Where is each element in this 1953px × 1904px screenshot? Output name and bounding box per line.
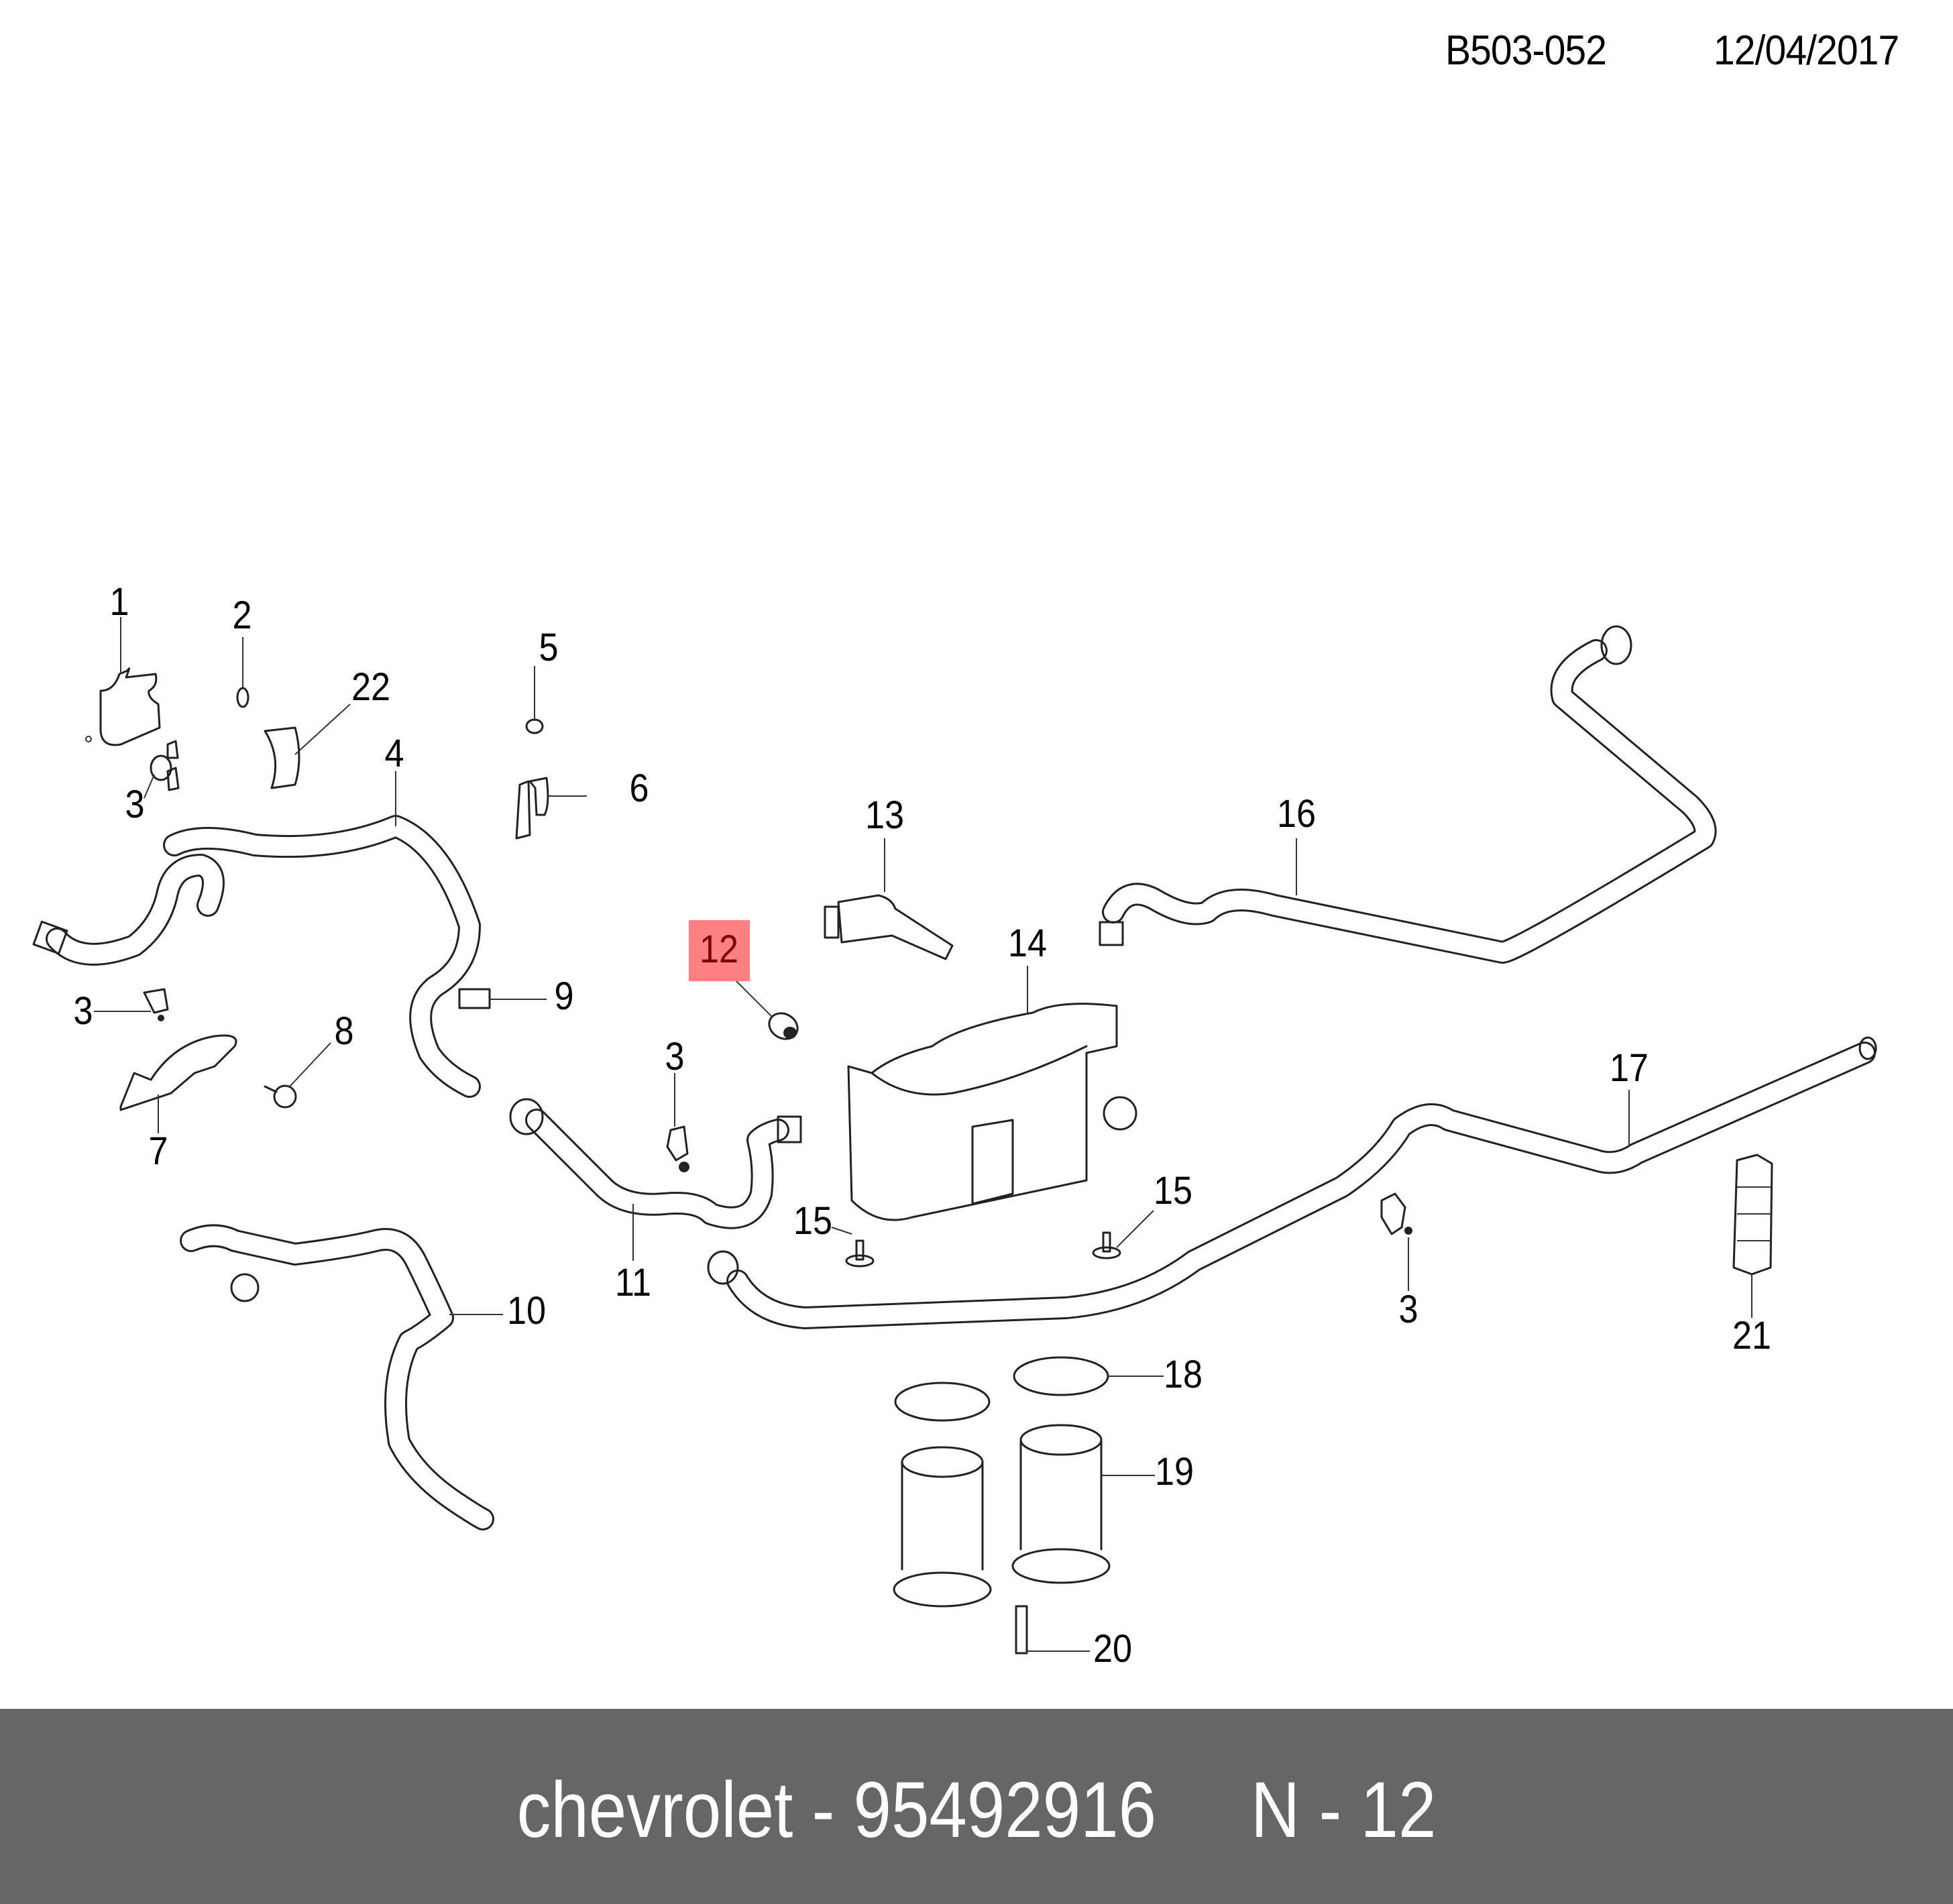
part-7-bracket-icon xyxy=(119,1034,237,1133)
part-20-drain-fitting-icon xyxy=(1015,1605,1090,1655)
callout-3b[interactable]: 3 xyxy=(73,989,93,1033)
part-3-clip-icon xyxy=(1380,1192,1412,1291)
part-21-pipe-clip-icon xyxy=(1732,1154,1773,1318)
callout-8[interactable]: 8 xyxy=(334,1009,354,1053)
callout-15b[interactable]: 15 xyxy=(1153,1169,1193,1213)
part-9-clip-icon xyxy=(458,988,547,1009)
callout-4[interactable]: 4 xyxy=(384,732,404,775)
callout-7[interactable]: 7 xyxy=(148,1129,168,1173)
callout-14[interactable]: 14 xyxy=(1007,921,1048,965)
callout-3a[interactable]: 3 xyxy=(125,783,145,826)
part-5-nut-icon xyxy=(525,666,544,734)
part-19-filter-element-icon xyxy=(893,1424,1155,1608)
part-11-hose-icon xyxy=(509,1098,802,1261)
callout-6[interactable]: 6 xyxy=(629,767,649,810)
part-13-sensor-icon xyxy=(824,838,954,960)
callout-5[interactable]: 5 xyxy=(539,626,559,669)
part-3-clip-icon xyxy=(666,1073,689,1172)
callout-21[interactable]: 21 xyxy=(1732,1314,1772,1357)
callout-19[interactable]: 19 xyxy=(1154,1450,1194,1494)
callout-1[interactable]: 1 xyxy=(109,580,129,624)
part-3-clip-icon xyxy=(94,988,169,1021)
part-16-hose-icon xyxy=(1099,625,1717,964)
part-6-bracket-icon xyxy=(515,777,587,840)
callout-11[interactable]: 11 xyxy=(614,1261,652,1304)
part-2-washer-icon xyxy=(236,637,249,708)
callout-22[interactable]: 22 xyxy=(351,665,391,709)
callout-2[interactable]: 2 xyxy=(232,594,252,637)
part-8-bolt-icon xyxy=(264,1042,331,1109)
part-18-o-ring-icon xyxy=(894,1356,1164,1422)
footer-bar xyxy=(0,1709,1953,1904)
footer-part-label: chevrolet - 95492916 N - 12 xyxy=(516,1766,1437,1854)
callout-9[interactable]: 9 xyxy=(554,974,574,1018)
part-10-hose-icon xyxy=(180,1224,503,1530)
callout-16[interactable]: 16 xyxy=(1276,792,1317,836)
part-3-clip-icon xyxy=(144,740,180,799)
callout-12[interactable]: 12 xyxy=(699,928,739,971)
part-1-bracket-icon xyxy=(85,617,161,746)
callout-3c[interactable]: 3 xyxy=(665,1035,685,1078)
callout-3d[interactable]: 3 xyxy=(1398,1288,1418,1331)
part-15-bolt-icon xyxy=(1092,1210,1154,1259)
diagram-code: B503-052 xyxy=(1445,27,1607,74)
diagram-date: 12/04/2017 xyxy=(1714,27,1899,74)
callout-10[interactable]: 10 xyxy=(506,1289,547,1333)
part-22-clip-icon xyxy=(264,704,351,789)
part-14-fuel-filter-housing-icon xyxy=(847,966,1137,1221)
callout-20[interactable]: 20 xyxy=(1093,1627,1133,1671)
callout-13[interactable]: 13 xyxy=(864,793,905,837)
callout-18[interactable]: 18 xyxy=(1163,1353,1203,1396)
callout-15a[interactable]: 15 xyxy=(793,1199,833,1243)
callout-17[interactable]: 17 xyxy=(1609,1046,1649,1090)
part-15-bolt-icon xyxy=(831,1227,875,1268)
part-4-hose-icon xyxy=(32,771,481,1098)
part-17-fuel-pipe-icon xyxy=(707,1036,1877,1329)
parts-diagram xyxy=(32,617,1877,1655)
highlight-box-12 xyxy=(689,920,750,981)
